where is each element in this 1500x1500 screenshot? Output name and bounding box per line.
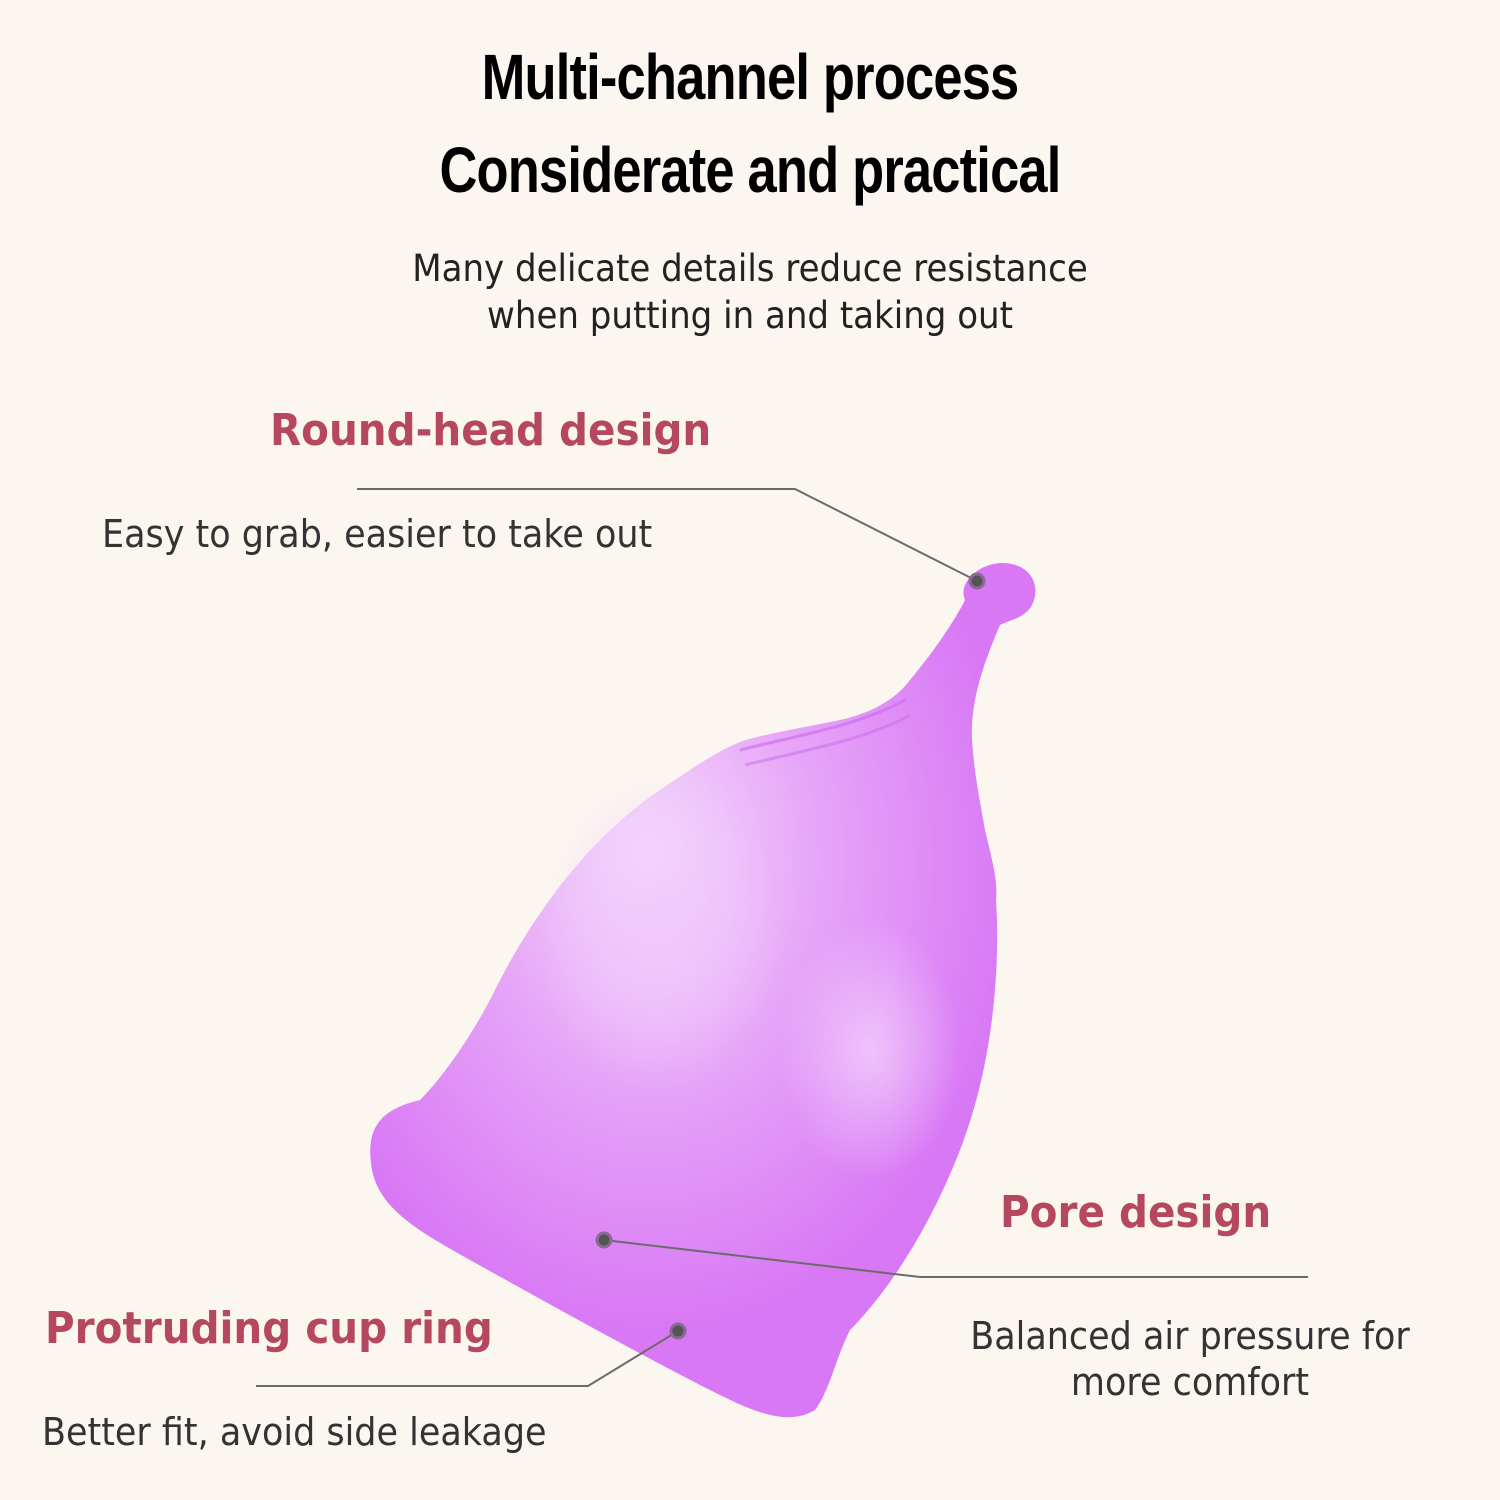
callout-dot-round-head xyxy=(968,572,986,590)
leader-line-round-head xyxy=(357,488,978,582)
feature-desc-pore-line-2: more comfort xyxy=(1070,1360,1310,1404)
headline-line-1: Multi-channel process xyxy=(481,41,1020,113)
leader-line-pore xyxy=(603,1239,1308,1278)
leader-line-cup-ring xyxy=(256,1330,679,1387)
callout-dot-pore xyxy=(595,1231,613,1249)
feature-title-round-head: Round-head design xyxy=(270,405,712,456)
subtitle-line-2: when putting in and taking out xyxy=(487,294,1013,337)
feature-title-pore: Pore design xyxy=(1000,1187,1272,1238)
feature-desc-round-head: Easy to grab, easier to take out xyxy=(102,512,653,556)
feature-desc-cup-ring: Better fit, avoid side leakage xyxy=(42,1410,547,1454)
feature-desc-pore: Balanced air pressure for more comfort xyxy=(942,1313,1439,1405)
callout-dot-cup-ring xyxy=(669,1322,687,1340)
subtitle: Many delicate details reduce resistance … xyxy=(43,245,1456,339)
feature-title-cup-ring: Protruding cup ring xyxy=(45,1303,493,1354)
subtitle-line-1: Many delicate details reduce resistance xyxy=(412,247,1088,290)
feature-desc-pore-line-1: Balanced air pressure for xyxy=(970,1314,1410,1358)
headline-line-2: Considerate and practical xyxy=(439,134,1061,206)
